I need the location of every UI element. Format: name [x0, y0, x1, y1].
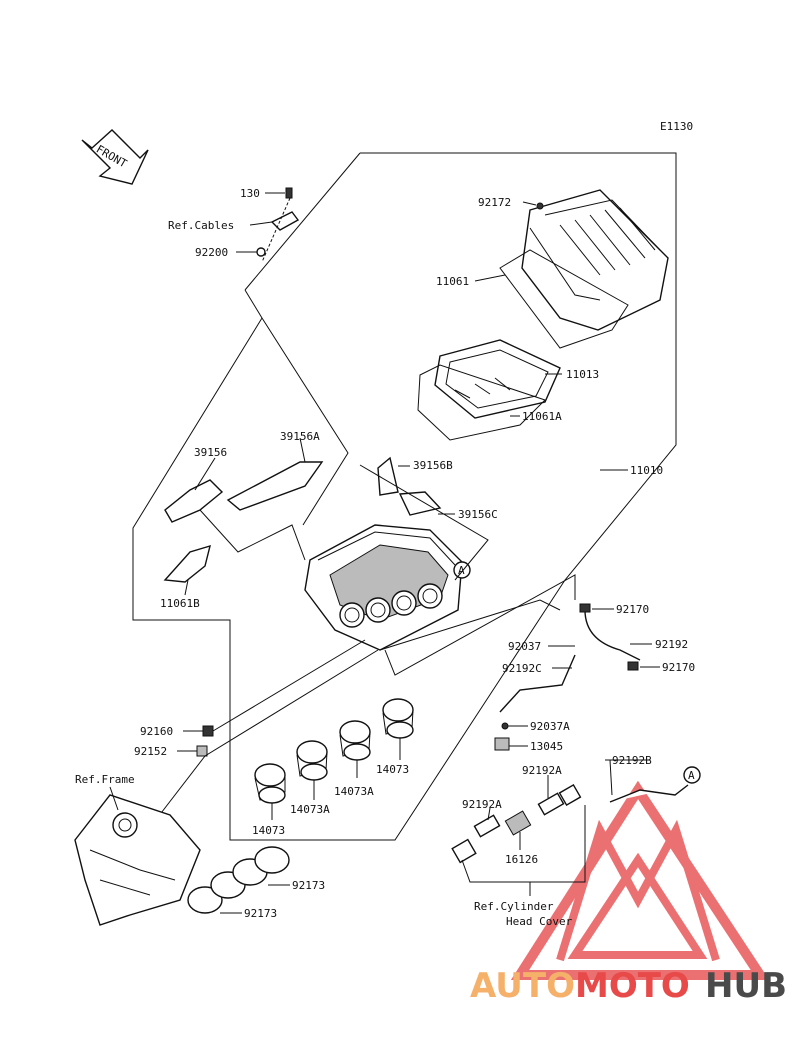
label-92173-lower: 92173: [244, 907, 277, 920]
seal-11061B: [163, 544, 211, 583]
label-92173-upper: 92173: [292, 879, 325, 892]
label-14073A-1: 14073A: [334, 785, 374, 798]
funnel-14073-right: [382, 698, 414, 739]
diagram-id: E1130: [660, 120, 693, 133]
gasket-11061: [499, 249, 629, 349]
front-arrow-icon: FRONT: [81, 129, 149, 185]
air-filter-element: [434, 339, 561, 419]
hose-92192: [584, 609, 641, 661]
air-cleaner-cover: [521, 189, 669, 331]
label-92170-bottom: 92170: [662, 661, 695, 674]
hose-92192C: [499, 654, 576, 713]
watermark-hub: HUB: [705, 966, 787, 1006]
watermark-wordmark: AUTO MOTO HUB: [470, 966, 787, 1006]
label-head-cover: Head Cover: [506, 915, 573, 928]
label-39156: 39156: [194, 446, 227, 459]
fitting-upper: [558, 783, 582, 807]
leader-ref-cylinder: [461, 805, 586, 883]
leader-92152: [147, 649, 379, 831]
label-13045: 13045: [530, 740, 563, 753]
label-92037: 92037: [508, 640, 541, 653]
outline-breather-2: [379, 599, 561, 651]
label-92172: 92172: [478, 196, 511, 209]
label-11061B: 11061B: [160, 597, 200, 610]
outline-breather: [384, 574, 576, 676]
label-92170-top: 92170: [616, 603, 649, 616]
duct-39156B: [377, 456, 399, 496]
hose-92192A-upper: [537, 792, 565, 816]
label-39156A: 39156A: [280, 430, 320, 443]
funnel-14073A-1: [296, 740, 328, 781]
part-labels: 130 Ref.Cables 92200 92172 11061 11013 1…: [75, 187, 695, 928]
label-11013: 11013: [566, 368, 599, 381]
watermark-triangle-inner: [567, 852, 708, 959]
valve-16126: [504, 810, 532, 836]
clamp-92170-top: [579, 603, 591, 613]
label-11010: 11010: [630, 464, 663, 477]
label-92192: 92192: [655, 638, 688, 651]
hose-92192A-lower: [473, 814, 501, 838]
cable-clamp-icon: [270, 211, 300, 231]
duct-39156: [164, 479, 224, 523]
label-11061: 11061: [436, 275, 469, 288]
label-ref-cables: Ref.Cables: [168, 219, 234, 232]
label-16126: 16126: [505, 853, 538, 866]
label-92192C: 92192C: [502, 662, 542, 675]
frame-reference: [74, 794, 201, 926]
label-92037A: 92037A: [530, 720, 570, 733]
watermark-moto: MOTO: [575, 966, 690, 1006]
label-39156B: 39156B: [413, 459, 453, 472]
gasket-11061A: [417, 364, 546, 441]
label-92160: 92160: [140, 725, 173, 738]
label-130: 130: [240, 187, 260, 200]
callout-a-text: A: [458, 564, 465, 577]
funnel-14073A-2: [339, 720, 371, 761]
callout-a-marker-2: [683, 766, 701, 784]
bolt-130-icon: [285, 187, 293, 199]
label-14073-left: 14073: [252, 824, 285, 837]
clamps-92173: [187, 846, 290, 914]
label-14073A-2: 14073A: [290, 803, 330, 816]
funnel-14073-left: [254, 763, 286, 804]
watermark-auto: AUTO: [470, 966, 575, 1006]
grommet-92200-icon: [256, 247, 266, 257]
label-92152: 92152: [134, 745, 167, 758]
label-92192A-upper: 92192A: [522, 764, 562, 777]
watermark-m-stroke: [556, 819, 720, 962]
fitting-lower: [451, 838, 477, 864]
label-11061A: 11061A: [522, 410, 562, 423]
cap-13045-icon: [494, 737, 510, 751]
label-92192B: 92192B: [612, 754, 652, 767]
collar-92160-icon: [202, 725, 214, 737]
callout-a-text-2: A: [688, 769, 695, 782]
label-14073-right: 14073: [376, 763, 409, 776]
leader-92160: [212, 639, 366, 732]
outline-edge: [244, 152, 361, 291]
assembly-outline: [132, 152, 677, 841]
label-ref-frame: Ref.Frame: [75, 773, 135, 786]
leader-duct: [199, 509, 306, 561]
label-92192A-lower: 92192A: [462, 798, 502, 811]
callout-leader: [359, 464, 489, 581]
duct-39156A: [226, 461, 324, 511]
duct-39156C: [398, 491, 442, 516]
label-39156C: 39156C: [458, 508, 498, 521]
outline-inner: [261, 317, 349, 526]
air-box-base: [304, 524, 463, 651]
clip-92037A-icon: [501, 722, 509, 730]
label-92200: 92200: [195, 246, 228, 259]
hose-92192B: [609, 784, 689, 803]
label-ref-cylinder: Ref.Cylinder: [474, 900, 554, 913]
clamp-92170-bottom: [627, 661, 639, 671]
damper-92152-icon: [196, 745, 208, 757]
